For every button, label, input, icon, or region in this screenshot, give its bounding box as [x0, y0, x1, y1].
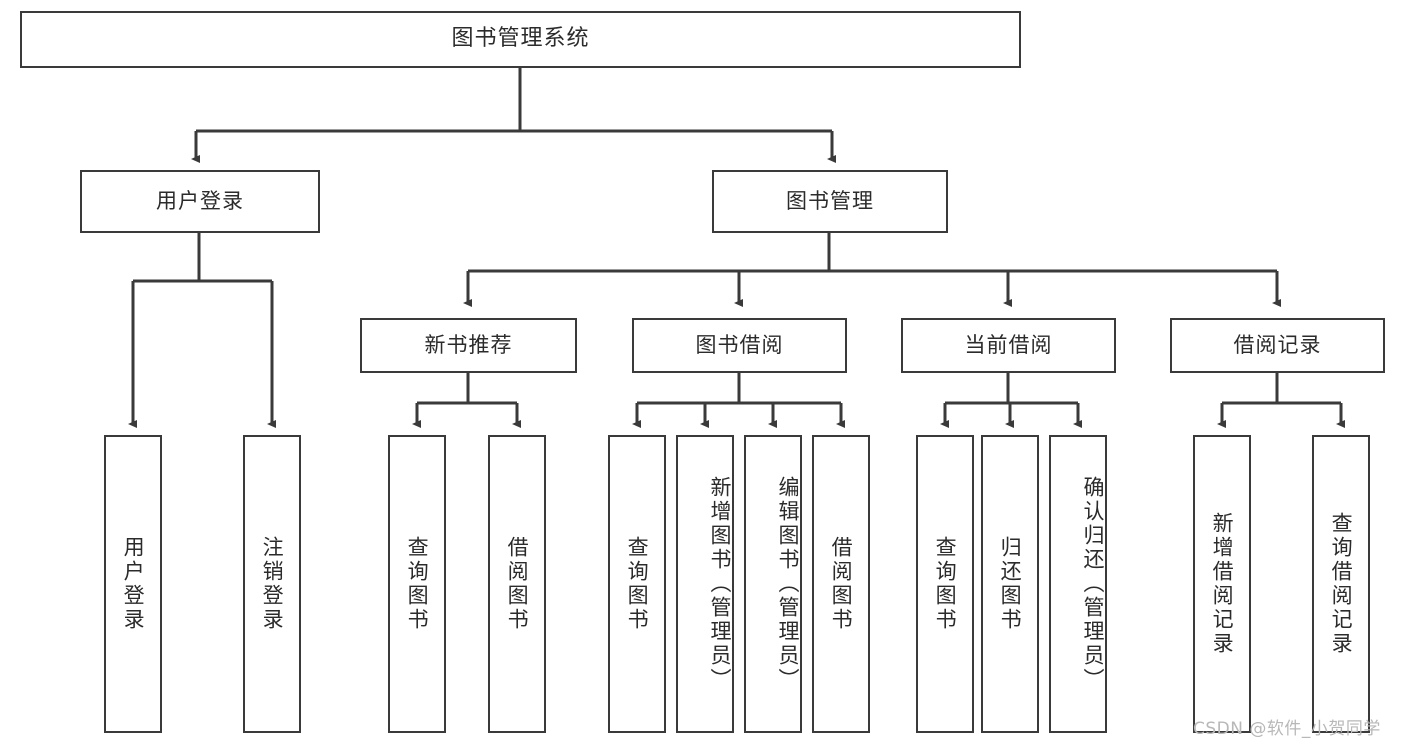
node-leaf-add-book-label: 新增图书（管理员） [708, 476, 732, 692]
node-leaf-query-book-2-label: 查询图书 [625, 536, 650, 632]
node-book-manage[interactable]: 图书管理 [712, 170, 948, 233]
node-leaf-logout-label: 注销登录 [260, 536, 285, 632]
node-leaf-edit-book[interactable]: 编辑图书（管理员） [744, 435, 802, 733]
node-leaf-query-book-3-label: 查询图书 [933, 536, 958, 632]
node-user-login[interactable]: 用户登录 [80, 170, 320, 233]
node-leaf-borrow-book-2-label: 借阅图书 [829, 536, 854, 632]
node-leaf-logout[interactable]: 注销登录 [243, 435, 301, 733]
node-borrow-record[interactable]: 借阅记录 [1170, 318, 1385, 373]
node-leaf-query-record[interactable]: 查询借阅记录 [1312, 435, 1370, 733]
node-borrow-record-label: 借阅记录 [1233, 332, 1322, 357]
node-leaf-return-book-label: 归还图书 [998, 536, 1023, 632]
node-leaf-query-record-label: 查询借阅记录 [1329, 512, 1354, 656]
node-leaf-query-book-3[interactable]: 查询图书 [916, 435, 974, 733]
node-leaf-borrow-book-1[interactable]: 借阅图书 [488, 435, 546, 733]
node-book-borrow[interactable]: 图书借阅 [632, 318, 847, 373]
node-leaf-add-record-label: 新增借阅记录 [1210, 512, 1235, 656]
node-leaf-borrow-book-2[interactable]: 借阅图书 [812, 435, 870, 733]
node-leaf-query-book-1[interactable]: 查询图书 [388, 435, 446, 733]
node-leaf-confirm-return[interactable]: 确认归还（管理员） [1049, 435, 1107, 733]
node-leaf-borrow-book-1-label: 借阅图书 [505, 536, 530, 632]
node-leaf-query-book-2[interactable]: 查询图书 [608, 435, 666, 733]
node-leaf-user-login[interactable]: 用户登录 [104, 435, 162, 733]
node-book-manage-label: 图书管理 [786, 188, 874, 213]
node-leaf-return-book[interactable]: 归还图书 [981, 435, 1039, 733]
node-book-borrow-label: 图书借阅 [695, 332, 784, 357]
node-root-label: 图书管理系统 [451, 26, 590, 52]
csdn-watermark: CSDN @软件_小贺同学 [1193, 719, 1381, 739]
node-leaf-user-login-label: 用户登录 [121, 536, 146, 632]
node-leaf-confirm-return-label: 确认归还（管理员） [1081, 476, 1105, 692]
node-new-book-rec-label: 新书推荐 [424, 332, 513, 357]
node-current-borrow-label: 当前借阅 [964, 332, 1053, 357]
node-leaf-add-record[interactable]: 新增借阅记录 [1193, 435, 1251, 733]
node-user-login-label: 用户登录 [156, 188, 244, 213]
node-leaf-query-book-1-label: 查询图书 [405, 536, 430, 632]
node-root[interactable]: 图书管理系统 [20, 11, 1021, 68]
node-leaf-add-book[interactable]: 新增图书（管理员） [676, 435, 734, 733]
node-leaf-edit-book-label: 编辑图书（管理员） [776, 476, 800, 692]
node-current-borrow[interactable]: 当前借阅 [901, 318, 1116, 373]
node-new-book-rec[interactable]: 新书推荐 [360, 318, 577, 373]
